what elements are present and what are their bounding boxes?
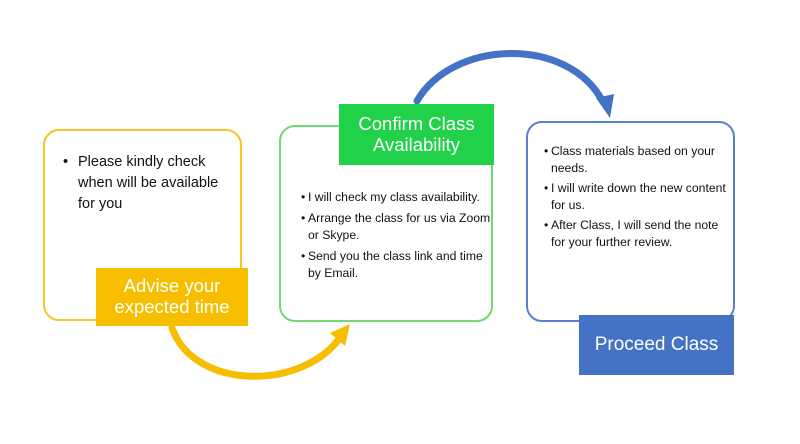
step-label-line: Advise your — [123, 275, 221, 297]
list-item: Send you the class link and time by Emai… — [301, 248, 491, 282]
arrow-step1-to-step2 — [168, 324, 345, 380]
list-item: Class materials based on your needs. — [544, 143, 734, 177]
step-card-proceed-list: Class materials based on your needs. I w… — [544, 143, 734, 254]
step-label-line: Availability — [372, 133, 461, 155]
list-item: I will write down the new content for us… — [544, 180, 734, 214]
step-label-advise: Advise your expected time — [96, 268, 248, 326]
step-card-advise-list: Please kindly check when will be availab… — [61, 152, 239, 215]
arrow-step2-to-step3 — [413, 50, 607, 106]
step-label-confirm: Confirm Class Availability — [339, 104, 494, 165]
step-card-confirm-list: I will check my class availability. Arra… — [301, 189, 491, 286]
step-card-proceed: Class materials based on your needs. I w… — [526, 121, 735, 322]
arrow-head-blue-icon — [596, 94, 614, 118]
step-label-line: Confirm Class — [358, 112, 475, 134]
list-item: I will check my class availability. — [301, 189, 491, 206]
step-label-line: expected time — [114, 296, 230, 317]
list-item: Please kindly check when will be availab… — [61, 152, 239, 215]
list-item: After Class, I will send the note for yo… — [544, 217, 734, 251]
arrow-head-yellow-icon — [330, 324, 350, 346]
step-label-proceed: Proceed Class — [579, 315, 734, 375]
list-item: Arrange the class for us via Zoom or Sky… — [301, 210, 491, 244]
step-label-line: Proceed Class — [594, 334, 719, 356]
